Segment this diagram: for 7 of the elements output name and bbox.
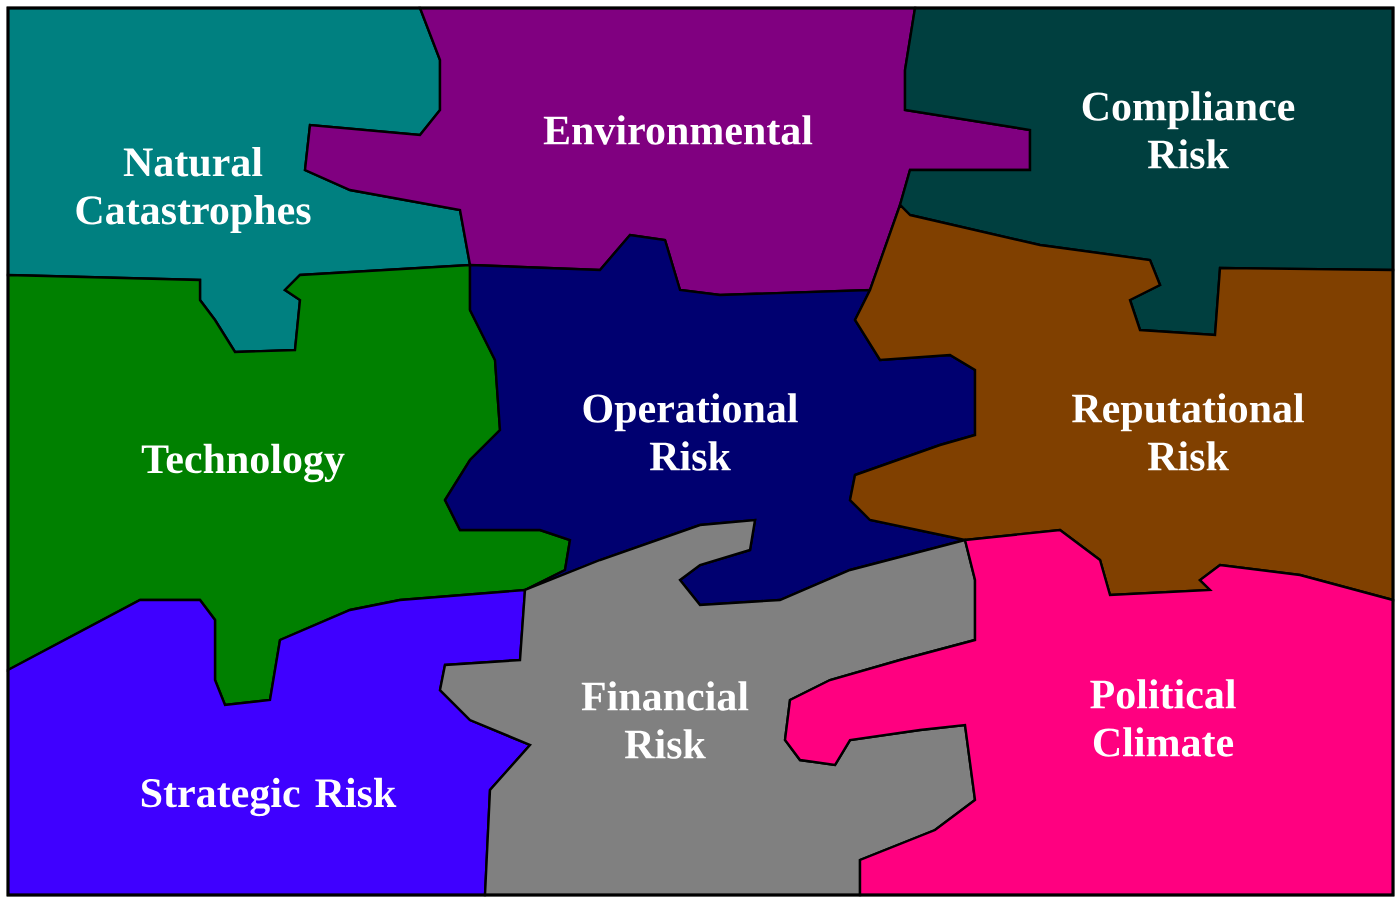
puzzle-piece: Operational Risk — [443, 233, 977, 607]
puzzle-piece: Political Climate — [783, 528, 1395, 897]
puzzle-piece: Technology — [6, 263, 572, 707]
puzzle-piece: Financial Risk — [438, 518, 977, 897]
puzzle-piece: Strategic Risk — [6, 588, 533, 897]
puzzle-piece: Compliance Risk — [898, 6, 1395, 337]
puzzle-piece: Natural Catastrophes — [6, 6, 472, 354]
